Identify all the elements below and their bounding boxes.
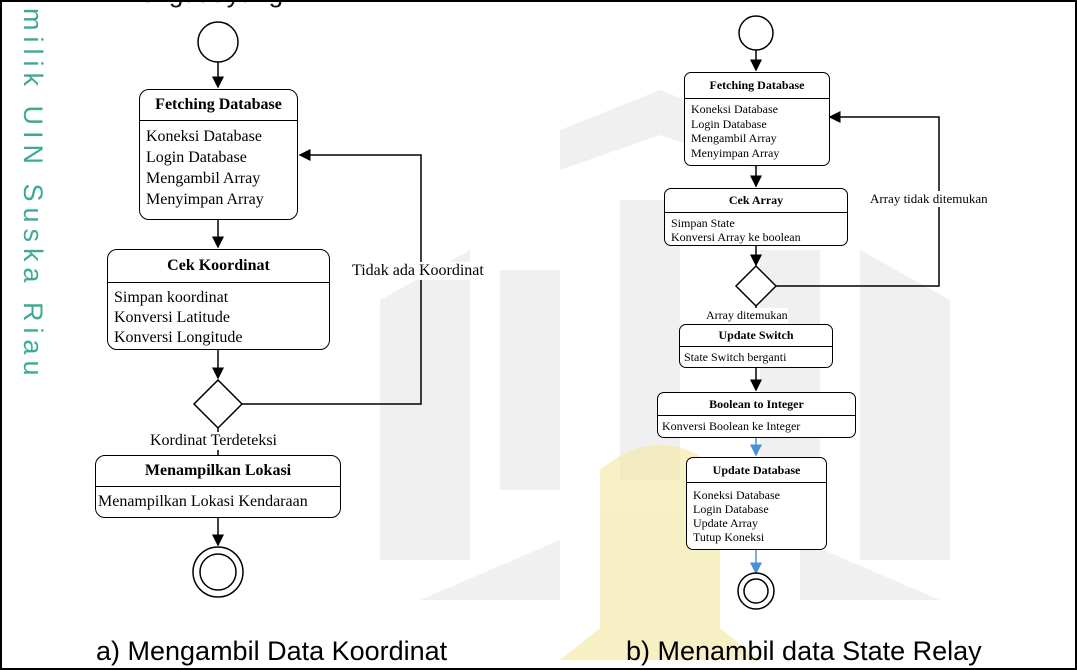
box-title: Update Database	[687, 458, 826, 483]
box-line: Menampilkan Lokasi Kendaraan	[98, 493, 308, 510]
box-line: Mengambil Array	[146, 170, 261, 187]
box-title: Cek Array	[665, 189, 847, 213]
box-line: Mengambil Array	[691, 131, 777, 145]
box-line: Update Array	[693, 516, 758, 530]
box-line: Konversi Boolean ke Integer	[662, 419, 801, 433]
a-exit-label: Kordinat Terdeteksi	[150, 432, 277, 450]
b-loop-label: Array tidak ditemukan	[870, 191, 988, 207]
box-title: Menampilkan Lokasi	[96, 456, 340, 487]
box-line: Login Database	[691, 116, 767, 131]
box-line: State Switch berganti	[684, 350, 787, 364]
side-watermark: milik UIN Suska Riau	[18, 8, 48, 382]
box-line: Konversi Longitude	[114, 329, 243, 346]
box-title: Update Switch	[680, 325, 832, 347]
box-line: Konversi Array ke boolean	[671, 230, 801, 244]
a-box-cek-koordinat: Cek Koordinat Simpan koordinat Konversi …	[107, 249, 330, 350]
box-line: Simpan koordinat	[114, 289, 229, 306]
b-box-fetching-database: Fetching Database Koneksi Database Login…	[684, 72, 830, 166]
caption-a: a) Mengambil Data Koordinat	[96, 636, 448, 666]
b-box-update-database: Update Database Koneksi Database Login D…	[686, 457, 827, 550]
box-line: Koneksi Database	[146, 128, 262, 145]
a-box-fetching-database: Fetching Database Koneksi Database Login…	[139, 89, 298, 220]
box-line: Simpan State	[671, 216, 735, 230]
a-box-menampilkan-lokasi: Menampilkan Lokasi Menampilkan Lokasi Ke…	[95, 455, 341, 518]
box-line: Koneksi Database	[693, 488, 780, 502]
box-title: Cek Koordinat	[108, 250, 329, 283]
caption-b: b) Menambil data State Relay	[626, 636, 982, 666]
top-cropped-text: engat ayang	[140, 0, 283, 9]
box-line: Menyimpan Array	[691, 145, 780, 160]
box-line: Login Database	[693, 502, 769, 516]
b-box-boolean-to-integer: Boolean to Integer Konversi Boolean ke I…	[657, 392, 856, 438]
a-loop-label: Tidak ada Koordinat	[352, 262, 484, 280]
box-line: Tutup Koneksi	[693, 530, 765, 544]
box-line: Koneksi Database	[691, 102, 778, 116]
b-box-update-switch: Update Switch State Switch berganti	[679, 324, 833, 368]
b-exit-label: Array ditemukan	[706, 308, 788, 323]
box-title: Fetching Database	[685, 73, 829, 99]
box-title: Boolean to Integer	[658, 393, 855, 416]
box-line: Login Database	[146, 149, 247, 166]
box-line: Konversi Latitude	[114, 309, 230, 326]
b-box-cek-array: Cek Array Simpan State Konversi Array ke…	[664, 188, 848, 246]
box-title: Fetching Database	[140, 90, 297, 121]
box-line: Menyimpan Array	[146, 191, 264, 208]
